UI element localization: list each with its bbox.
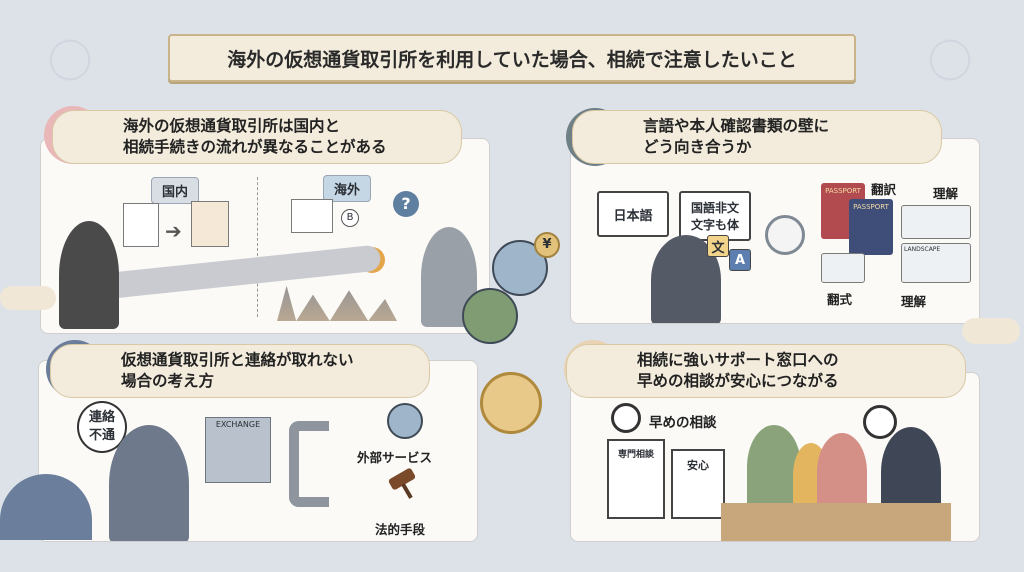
tag-overseas: 海外 [323,175,372,202]
letter-a-icon: A [729,249,751,271]
globe-icon-2 [462,288,518,344]
id-card-icon [901,205,971,239]
cloud-icon-2 [962,318,1020,344]
cloud-icon [0,286,56,310]
clock-icon-2 [863,405,897,439]
label-understanding: 理解 [933,186,959,201]
gavel-icon [385,467,425,499]
certificate-icon [191,201,229,247]
table [721,503,951,541]
id-card-icon-2 [821,253,865,283]
document-stack-icon [291,199,333,233]
license-card-icon: LANDSCAPE [901,243,971,283]
label-understanding-2: 理解 [901,294,927,309]
man-presenter [59,221,119,329]
japanese-screen: 日本語 [597,191,669,237]
yen-coin-icon: ¥ [534,232,560,258]
consultation-document: 専門相談 [607,439,665,519]
section-1-panel: 国内 海外 ➔ B ? ? [40,138,490,334]
flow-path [100,244,382,300]
label-early-consultation: 早めの相談 [649,415,717,431]
label-translation: 翻訳 [871,182,897,197]
family-mother [817,433,867,511]
consultant [881,427,941,517]
arrow-right-icon: ➔ [165,219,182,243]
passport-icon-2: PASSPORT [849,199,893,255]
compass-icon [765,215,805,255]
bitcoin-icon: B [341,209,359,227]
label-external-service: 外部サービス [357,450,433,465]
section-3-heading: 仮想通貨取引所と連絡が取れない 場合の考え方 [50,344,430,398]
tag-domestic: 国内 [151,177,200,204]
exchange-building: EXCHANGE [205,417,271,483]
globe-icon-small [387,403,423,439]
section-2-panel: 日本語 国語非文 文字も体 文 A PASSPORT PASSPORT 翻訳 理… [570,138,980,324]
label-format: 翻式 [827,292,853,307]
branch-arrows [289,421,329,507]
divider [257,177,258,317]
family-father [747,425,801,509]
kanji-icon: 文 [707,235,729,257]
city-buildings-icon [277,285,397,321]
section-1-heading: 海外の仮想通貨取引所は国内と 相続手続きの流れが異なることがある [52,110,462,164]
section-4-heading: 相続に強いサポート窓口への 早めの相談が安心につながる [566,344,966,398]
label-legal-action: 法的手段 [375,522,426,537]
worried-person [109,425,189,541]
folding-fan-icon [0,474,92,540]
reassurance-document: 安心 [671,449,725,519]
question-icon: ? [393,191,419,217]
page-title: 海外の仮想通貨取引所を利用していた場合、相続で注意したいこと [168,34,856,82]
section-2-heading: 言語や本人確認書類の壁に どう向き合うか [572,110,942,164]
clock-icon [611,403,641,433]
foreign-text-screen: 国語非文 文字も体 [679,191,751,241]
section-4-panel: 早めの相談 専門相談 安心 [570,372,980,542]
document-icon [123,203,159,247]
family-crest-icon [480,372,542,434]
